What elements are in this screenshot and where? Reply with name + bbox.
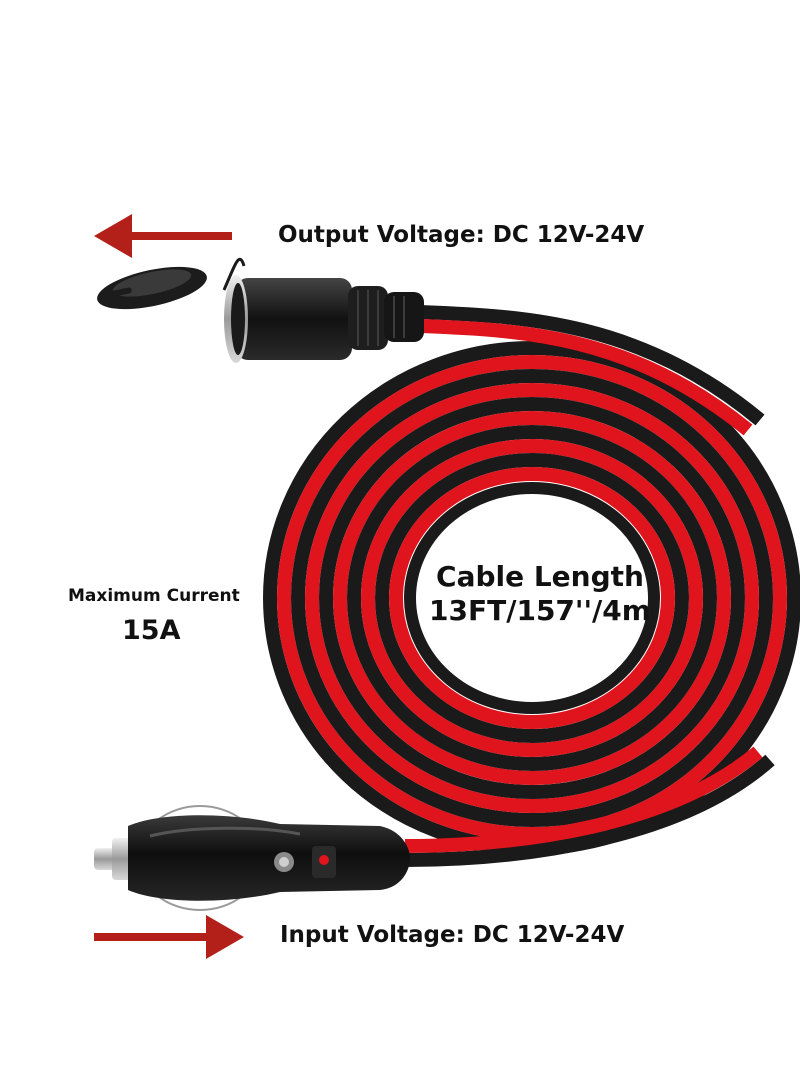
max-current-label: Maximum Current bbox=[68, 586, 240, 606]
max-current-value: 15A bbox=[122, 615, 181, 646]
cigarette-lighter-socket-icon bbox=[97, 257, 424, 363]
output-voltage-label: Output Voltage: DC 12V-24V bbox=[278, 222, 645, 248]
cable-length-label: Cable Length bbox=[436, 560, 644, 593]
cable-leads bbox=[404, 305, 775, 867]
cable-length-block: Cable Length 13FT/157''/4m bbox=[395, 560, 685, 628]
cigarette-lighter-plug-icon bbox=[94, 805, 410, 911]
arrow-right-icon bbox=[94, 915, 244, 959]
coiled-cable bbox=[263, 341, 800, 855]
input-voltage-label: Input Voltage: DC 12V-24V bbox=[280, 922, 625, 948]
cable-length-value: 13FT/157''/4m bbox=[429, 594, 651, 627]
arrow-left-icon bbox=[94, 214, 232, 258]
